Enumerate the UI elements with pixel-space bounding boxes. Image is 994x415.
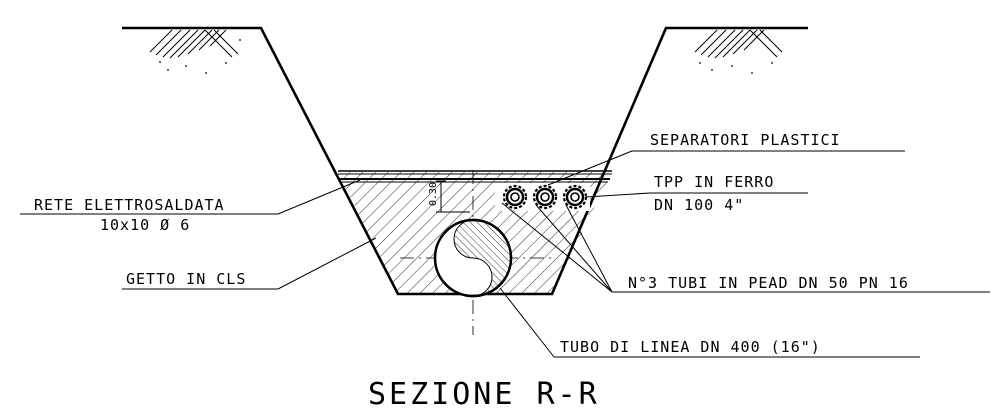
small-pipe-1 [502,184,528,210]
leader-tpp [585,192,808,198]
label-getto: GETTO IN CLS [126,270,246,288]
small-pipe-2 [532,184,558,210]
main-pipe-dn400 [433,218,513,298]
dimension-030: 0.30 [428,180,470,213]
label-tpp-line2: DN 100 4" [654,196,744,214]
ground-hatch-right [694,29,783,74]
dimension-label: 0.30 [428,182,439,206]
label-tubi-pead: N°3 TUBI IN PEAD DN 50 PN 16 [628,274,909,292]
label-separatori: SEPARATORI PLASTICI [650,131,841,149]
section-title: SEZIONE R-R [368,377,600,412]
label-tubo-linea: TUBO DI LINEA DN 400 (16") [560,338,821,356]
leader-tubo-linea [499,287,920,358]
ground-hatch-left [149,29,241,74]
label-rete-line2: 10x10 Ø 6 [100,216,190,234]
leader-rete [20,179,361,215]
leader-tubi-pead [501,202,990,293]
label-tpp-line1: TPP IN FERRO [654,173,774,191]
leader-separatori [547,150,905,186]
label-rete-line1: RETE ELETTROSALDATA [34,196,225,214]
leader-getto [122,237,377,290]
